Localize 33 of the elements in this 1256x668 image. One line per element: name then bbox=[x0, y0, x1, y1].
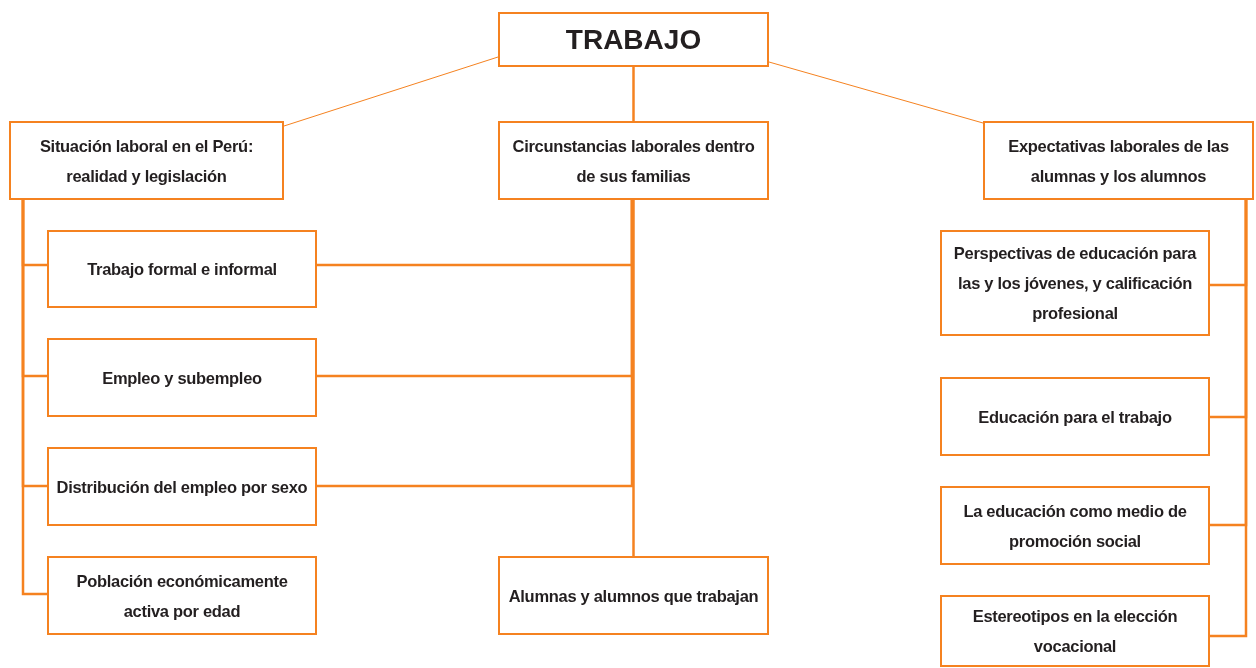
topic-box bbox=[47, 556, 317, 635]
title-box bbox=[498, 12, 769, 67]
topic-box bbox=[47, 230, 317, 308]
topic-text: Expectativas laborales de las alumnas y los alumnos bbox=[1007, 135, 1230, 187]
connector-line bbox=[768, 61, 984, 124]
topic-box bbox=[940, 377, 1210, 456]
topic-box bbox=[47, 447, 317, 526]
topic-text: Perspectivas de educación para las y los jóvenes, y calificación profesional bbox=[952, 243, 1198, 324]
topic-box bbox=[47, 338, 317, 417]
topic-text: Situación laboral en el Perú: realidad y legislación bbox=[38, 135, 255, 187]
connector-line bbox=[1210, 200, 1248, 638]
topic-box bbox=[940, 595, 1210, 667]
connector-line bbox=[632, 200, 635, 556]
topic-box bbox=[9, 121, 284, 200]
topic-text: Educación para el trabajo bbox=[978, 406, 1172, 428]
title-text: TRABAJO bbox=[565, 22, 702, 57]
topic-text: Trabajo formal e informal bbox=[87, 259, 277, 280]
connector-line bbox=[317, 200, 634, 488]
connector-line bbox=[283, 56, 499, 127]
connector-line bbox=[632, 67, 635, 121]
connector-line bbox=[21, 200, 47, 596]
topic-text: Población económicamente activa por edad bbox=[75, 570, 289, 622]
topic-text: Estereotipos en la elección vocacional bbox=[971, 606, 1179, 657]
topic-text: Alumnas y alumnos que trabajan bbox=[508, 585, 759, 607]
topic-text: Circunstancias laborales dentro de sus familias bbox=[511, 135, 756, 187]
topic-box bbox=[498, 556, 769, 635]
topic-text: Distribución del empleo por sexo bbox=[56, 476, 308, 498]
topic-box bbox=[498, 121, 769, 200]
topic-text: Empleo y subempleo bbox=[102, 367, 262, 389]
topic-box bbox=[940, 486, 1210, 565]
topic-box bbox=[940, 230, 1210, 336]
topic-box bbox=[983, 121, 1254, 200]
topic-text: La educación como medio de promoción social bbox=[962, 500, 1188, 552]
